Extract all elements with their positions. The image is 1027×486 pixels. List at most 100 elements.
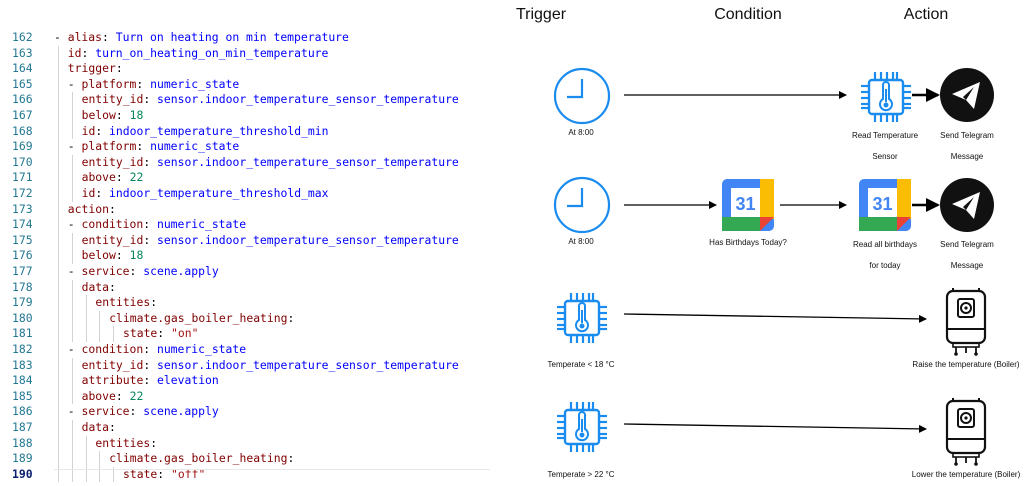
code-line[interactable]: 178 data: xyxy=(0,280,492,296)
header-trigger: Trigger xyxy=(515,6,567,23)
code-line[interactable]: 182- condition: numeric_state xyxy=(0,342,492,358)
indent-guide xyxy=(58,217,59,233)
code-line[interactable]: 166 entity_id: sensor.indoor_temperature_… xyxy=(0,92,492,108)
code-text: - platform: numeric_state xyxy=(67,76,240,91)
indent-guide xyxy=(71,451,73,467)
line-number: 190 xyxy=(12,466,33,481)
indent-guide xyxy=(71,279,73,296)
row4-action-label: Lower the temperature (Boiler) xyxy=(911,470,1021,479)
code-line[interactable]: 169- platform: numeric_state xyxy=(0,139,492,155)
code-line[interactable]: 179 entities: xyxy=(0,295,492,311)
indent-guide xyxy=(58,139,59,155)
code-text: - condition: numeric_state xyxy=(67,217,247,232)
code-text: - platform: numeric_state xyxy=(67,139,240,154)
indent-guide xyxy=(58,342,59,358)
yaml-code-editor[interactable]: 162 - alias: Turn on heating on min tempe… xyxy=(0,0,492,486)
indent-guide xyxy=(58,45,59,62)
indent-guide xyxy=(99,466,101,483)
indent-guide xyxy=(58,186,59,202)
indent-guide xyxy=(85,326,87,342)
indent-guide xyxy=(58,76,59,93)
indent-guide xyxy=(71,326,73,342)
indent-guide xyxy=(99,326,101,342)
indent-guide xyxy=(58,92,59,108)
code-line[interactable]: 162 - alias: Turn on heating on min tempe… xyxy=(0,30,492,46)
line-number: 173 xyxy=(12,201,33,216)
clock-icon xyxy=(553,67,611,125)
row4-trigger-label: Temperate > 22 °C xyxy=(547,470,615,479)
code-line[interactable]: 186- service: scene.apply xyxy=(0,404,492,420)
indent-guide xyxy=(58,310,59,327)
automation-diagram: Trigger Condition Action At 8:00 xyxy=(492,0,1027,486)
line-number: 170 xyxy=(12,154,33,169)
code-text: - alias: Turn on heating on min temperat… xyxy=(54,30,349,44)
line-number: 183 xyxy=(12,357,33,372)
google-calendar-icon: 31 xyxy=(720,177,776,233)
indent-guide xyxy=(85,466,87,483)
line-number: 166 xyxy=(12,92,33,107)
code-text: entity_id: sensor.indoor_temperature_sen… xyxy=(81,232,459,247)
line-number: 184 xyxy=(12,373,33,388)
indent-guide xyxy=(71,388,73,405)
code-line[interactable]: 190 state: "off" xyxy=(0,467,492,483)
code-line[interactable]: 180 climate.gas_boiler_heating: xyxy=(0,311,492,327)
line-number: 172 xyxy=(12,186,33,200)
indent-guide xyxy=(58,295,59,311)
indent-guide xyxy=(113,326,115,342)
indent-guide xyxy=(71,108,73,124)
indent-guide xyxy=(58,108,59,124)
code-line[interactable]: 174- condition: numeric_state xyxy=(0,217,492,233)
editor-scroll-divider xyxy=(54,469,490,470)
line-number: 162 xyxy=(12,30,33,44)
temperature-sensor-icon xyxy=(553,289,611,347)
code-line[interactable]: 175 entity_id: sensor.indoor_temperature_… xyxy=(0,233,492,249)
code-text: id: turn_on_heating_on_min_temperature xyxy=(67,45,329,60)
indent-guide xyxy=(71,435,73,452)
svg-text:31: 31 xyxy=(735,194,755,214)
indent-guide xyxy=(58,326,59,342)
indent-guide xyxy=(58,232,59,249)
code-text: climate.gas_boiler_heating: xyxy=(109,310,295,325)
code-text: entity_id: sensor.indoor_temperature_sen… xyxy=(81,154,459,169)
indent-guide xyxy=(58,61,59,77)
line-number: 180 xyxy=(12,310,33,325)
indent-guide xyxy=(58,404,59,420)
code-line[interactable]: 170 entity_id: sensor.indoor_temperature_… xyxy=(0,155,492,171)
indent-guide xyxy=(85,310,87,327)
code-text: entities: xyxy=(95,295,158,310)
row2-action1-label-2: for today xyxy=(869,261,901,270)
indent-guide xyxy=(85,435,87,452)
line-number: 171 xyxy=(12,170,33,185)
line-number: 175 xyxy=(12,232,33,247)
boiler-icon xyxy=(938,287,994,357)
code-text: entity_id: sensor.indoor_temperature_sen… xyxy=(81,92,459,107)
line-number: 179 xyxy=(12,295,33,310)
indent-guide xyxy=(71,310,73,327)
code-text: state: "on" xyxy=(123,326,199,341)
temperature-sensor-icon xyxy=(857,68,915,126)
row1-action1-label-2: Sensor xyxy=(872,152,898,161)
code-text: state: "off" xyxy=(123,466,206,481)
indent-guide xyxy=(58,373,59,389)
indent-guide xyxy=(58,154,59,171)
code-line[interactable]: 177- service: scene.apply xyxy=(0,264,492,280)
code-line[interactable]: 165- platform: numeric_state xyxy=(0,77,492,93)
indent-guide xyxy=(58,170,59,186)
line-number: 178 xyxy=(12,279,33,294)
code-text: data: xyxy=(81,279,116,294)
